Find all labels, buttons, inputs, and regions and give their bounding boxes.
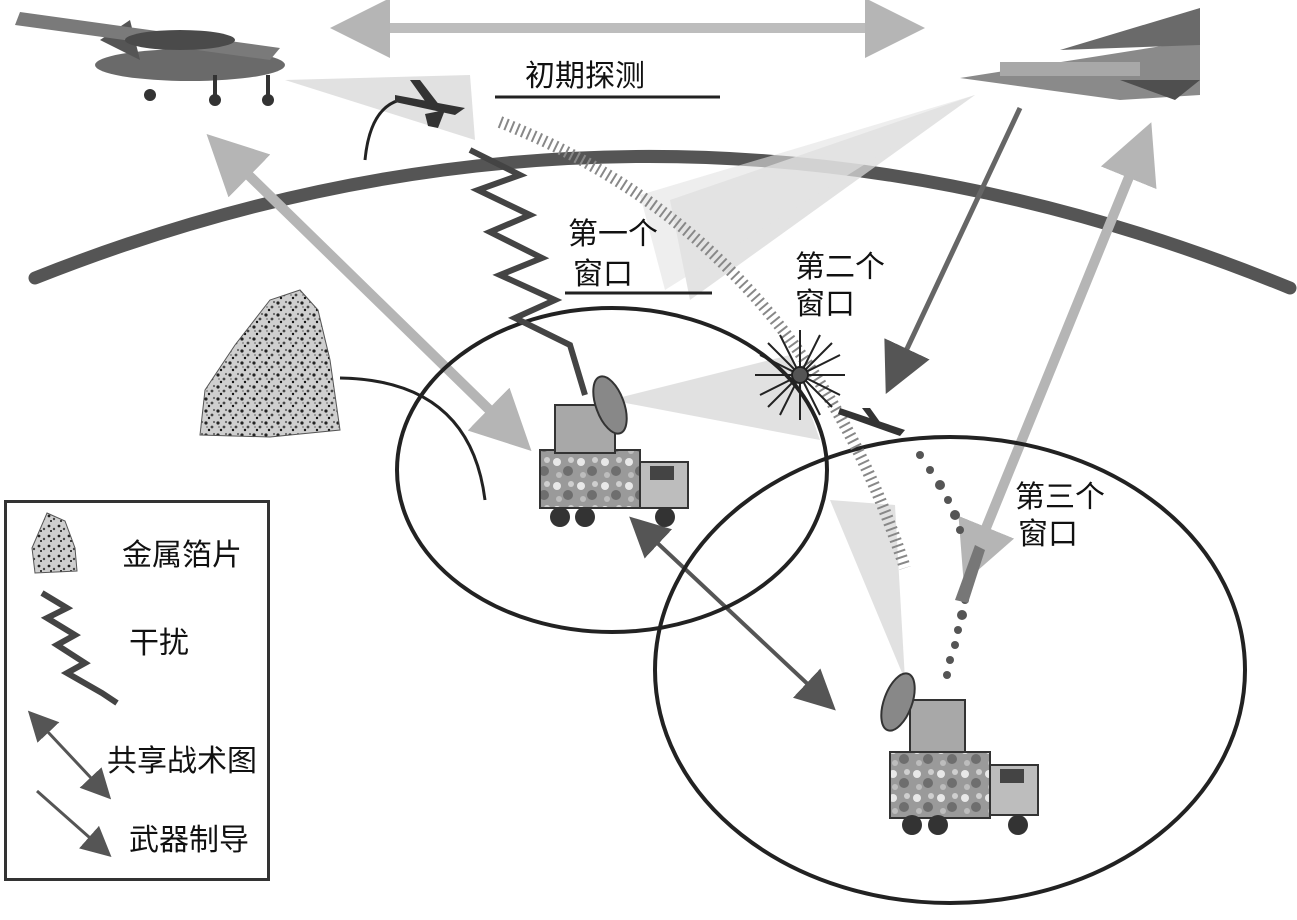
missile-trajectory bbox=[497, 116, 911, 570]
window1-label-line2: 窗口 bbox=[573, 257, 633, 292]
radar1-coverage bbox=[395, 306, 829, 634]
radar-truck-2-icon bbox=[880, 672, 1039, 835]
legend-box: 金属箔片 干扰 共享战术图 武器制导 bbox=[4, 500, 270, 881]
fighter-guidance-arrow bbox=[884, 106, 1023, 395]
window3-label-line2: 窗口 bbox=[1018, 517, 1078, 552]
sam-missile-icon bbox=[955, 545, 985, 603]
legend-label-weapon-guidance: 武器制导 bbox=[129, 823, 249, 858]
fighter-beam-2 bbox=[640, 95, 975, 290]
fighter-jet-icon bbox=[960, 8, 1200, 100]
radar-link-arrow bbox=[629, 516, 836, 711]
double-arrow-icon bbox=[27, 710, 112, 800]
chaff-pointer-curve bbox=[339, 376, 487, 501]
enemy-aircraft-icon bbox=[395, 80, 465, 128]
chaff-icon bbox=[31, 512, 78, 574]
radar1-beam bbox=[610, 355, 820, 440]
chaff-cloud bbox=[199, 289, 341, 438]
single-arrow-icon bbox=[36, 789, 112, 857]
window1-label-line1: 第一个 bbox=[568, 217, 658, 252]
window2-label-line2: 窗口 bbox=[795, 287, 855, 322]
explosion-icon bbox=[755, 330, 845, 420]
fighter-beam-1 bbox=[670, 95, 975, 300]
legend-label-jamming: 干扰 bbox=[129, 626, 189, 661]
radar2-coverage bbox=[653, 435, 1247, 905]
awacs-aircraft-icon bbox=[15, 12, 285, 106]
legend-label-shared-picture: 共享战术图 bbox=[107, 744, 257, 779]
chaff-trail bbox=[916, 451, 969, 679]
radar-truck-1-icon bbox=[539, 375, 689, 527]
window3-label-line1: 第三个 bbox=[1015, 480, 1105, 515]
legend-icons bbox=[27, 512, 119, 857]
radar2-beam bbox=[830, 500, 905, 680]
missile-icon bbox=[838, 408, 905, 436]
pointer-curve bbox=[363, 98, 401, 161]
awacs-radar1-link bbox=[206, 134, 532, 451]
window2-label-line1: 第二个 bbox=[795, 250, 885, 285]
fighter-missile-link bbox=[958, 122, 1157, 583]
initial-detection-label: 初期探测 bbox=[525, 59, 645, 94]
jamming-icon bbox=[40, 590, 119, 706]
legend-label-chaff: 金属箔片 bbox=[122, 538, 242, 573]
jamming-signal bbox=[468, 147, 588, 396]
